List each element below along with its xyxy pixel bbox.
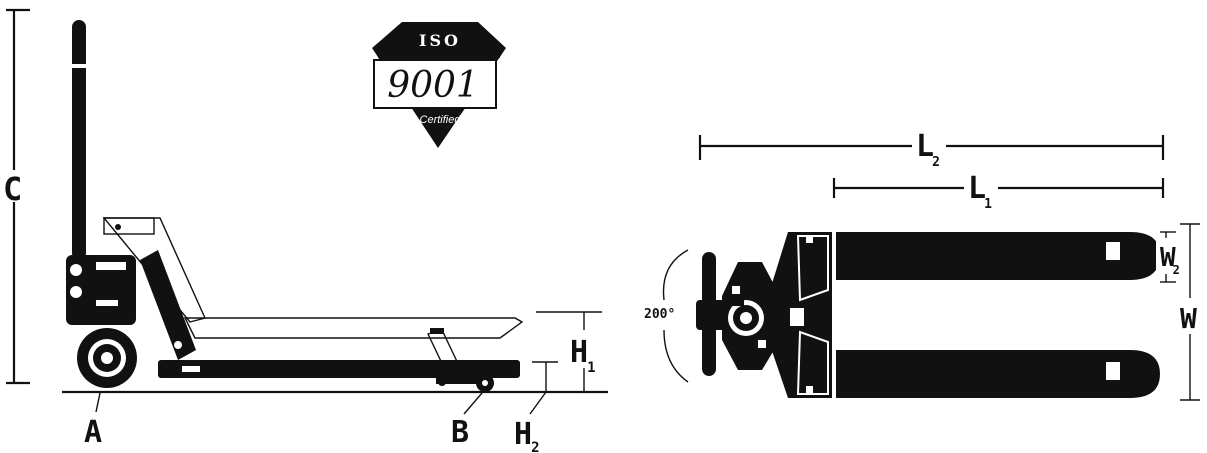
- label-h1-main: H: [570, 335, 588, 370]
- fork-upper: [836, 232, 1160, 280]
- label-a-group: A: [84, 392, 102, 450]
- steering-angle-arc: 200°: [644, 249, 689, 383]
- fork: [158, 317, 524, 378]
- load-roller-linkage: [427, 328, 494, 392]
- dimension-l1: L1: [832, 166, 1165, 212]
- label-w: W: [1180, 302, 1197, 335]
- dimension-w2: W2: [1156, 231, 1190, 283]
- label-h1: H1: [570, 335, 596, 376]
- label-l2-sub: 2: [932, 155, 940, 170]
- steer-wheel: [77, 328, 137, 388]
- handle: [72, 20, 86, 295]
- label-l1-sub: 1: [984, 197, 992, 212]
- label-w2-sub: 2: [1173, 263, 1180, 277]
- label-c: C: [3, 170, 22, 208]
- top-view: L2 L1 200°: [644, 124, 1206, 401]
- label-b-group: B: [451, 392, 483, 450]
- handle-top: [696, 252, 726, 376]
- iso-9001-badge: ISO 9001 Certified: [372, 22, 506, 148]
- label-h1-sub: 1: [587, 360, 595, 376]
- dimension-l2: L2: [698, 124, 1165, 170]
- dimension-c: C: [3, 8, 30, 385]
- chassis-top: [770, 232, 832, 398]
- iso-badge-line2: 9001: [387, 65, 479, 106]
- label-l1-main: L: [968, 171, 986, 206]
- dimension-w: W: [1178, 223, 1206, 401]
- iso-badge-line1: ISO: [419, 31, 461, 50]
- label-h2: H2: [514, 417, 540, 453]
- side-view: C: [3, 8, 608, 453]
- label-w2-main: W: [1160, 243, 1176, 273]
- iso-badge-line3: Certified: [420, 114, 462, 126]
- label-h2-sub: 2: [531, 440, 539, 453]
- dimension-h1: H1: [536, 311, 602, 393]
- dimension-h2: H2: [514, 361, 558, 453]
- label-a: A: [84, 415, 102, 450]
- label-l2-main: L: [916, 129, 934, 164]
- label-l2: L2: [916, 129, 940, 170]
- label-l1: L1: [968, 171, 992, 212]
- label-b: B: [451, 415, 469, 450]
- label-w2: W2: [1160, 243, 1180, 277]
- label-angle: 200°: [644, 307, 675, 322]
- label-h2-main: H: [514, 417, 532, 452]
- pump-hub-top: [722, 262, 780, 370]
- fork-lower: [836, 350, 1160, 398]
